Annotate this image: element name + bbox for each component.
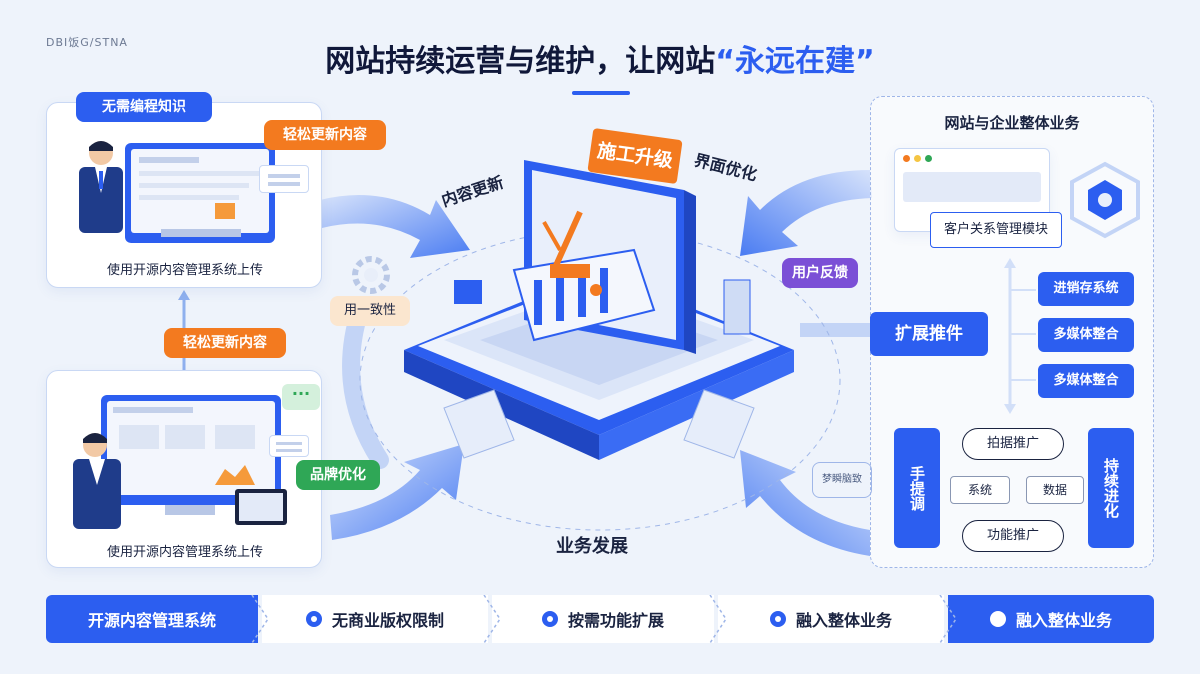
left-vertical-box: 手提调 [894, 428, 940, 548]
green-chat-icon: ··· [282, 384, 320, 410]
caption-bottom: 使用开源内容管理系统上传 [106, 545, 263, 560]
promo-bottom: 功能推广 [962, 520, 1064, 552]
person-laptop-illustration [79, 141, 275, 243]
no-code-badge: 无需编程知识 [76, 92, 212, 122]
cms-upload-card-bottom: 使用开源内容管理系统上传 [46, 370, 322, 568]
arrow-top-right [740, 170, 872, 256]
step-no-license: 无商业版权限制 [262, 595, 488, 643]
construction-platform-illustration [404, 160, 794, 460]
continuous-evolution-box: 持续进化 [1088, 428, 1134, 548]
step-dot-icon [769, 611, 786, 627]
step-separators [251, 595, 957, 643]
module-inventory: 进销存系统 [1038, 272, 1134, 306]
brand-optimize-tag: 品牌优化 [296, 460, 380, 490]
brand-logo: DBI饭G/STNA [46, 36, 128, 49]
step-integrate-final: 融入整体业务 [948, 595, 1154, 643]
gear-icon [352, 256, 390, 294]
chat-bubble-icon-2 [269, 435, 309, 457]
step-dot-icon [541, 611, 558, 627]
module-media-1: 多媒体整合 [1038, 318, 1134, 352]
arrow-bottom-left [330, 444, 464, 540]
easy-update-tag-top: 轻松更新内容 [264, 120, 386, 150]
page-title: 网站持续运营与维护，让网站“永远在建” [325, 44, 875, 79]
data-box: 数据 [1026, 476, 1084, 504]
stamp-badge: 梦瞬脑致 [812, 462, 872, 498]
arrow-top-left [320, 195, 470, 258]
easy-update-tag-middle: 轻松更新内容 [164, 328, 286, 358]
module-media-2: 多媒体整合 [1038, 364, 1134, 398]
hexagon-icon [1070, 161, 1140, 239]
step-integrate: 融入整体业务 [718, 595, 944, 643]
crm-module: 客户关系管理模块 [930, 212, 1062, 248]
caption-top: 使用开源内容管理系统上传 [106, 263, 263, 278]
system-box: 系统 [950, 476, 1010, 504]
step-extend: 按需功能扩展 [492, 595, 714, 643]
step-cms: 开源内容管理系统 [46, 595, 258, 643]
promo-top: 拍据推广 [962, 428, 1064, 460]
person-monitor-illustration [73, 395, 287, 529]
panel-title: 网站与企业整体业务 [944, 114, 1080, 132]
user-feedback-tag: 用户反馈 [782, 258, 858, 288]
consistency-label: 用一致性 [330, 296, 410, 326]
extend-plugin-button: 扩展推件 [870, 312, 988, 356]
title-underline [572, 91, 630, 95]
arrow-bottom-right [740, 450, 870, 556]
chat-bubble-icon [259, 165, 309, 193]
business-dev-label: 业务发展 [556, 536, 628, 557]
step-dot-icon [989, 611, 1006, 627]
step-dot-icon [305, 611, 322, 627]
